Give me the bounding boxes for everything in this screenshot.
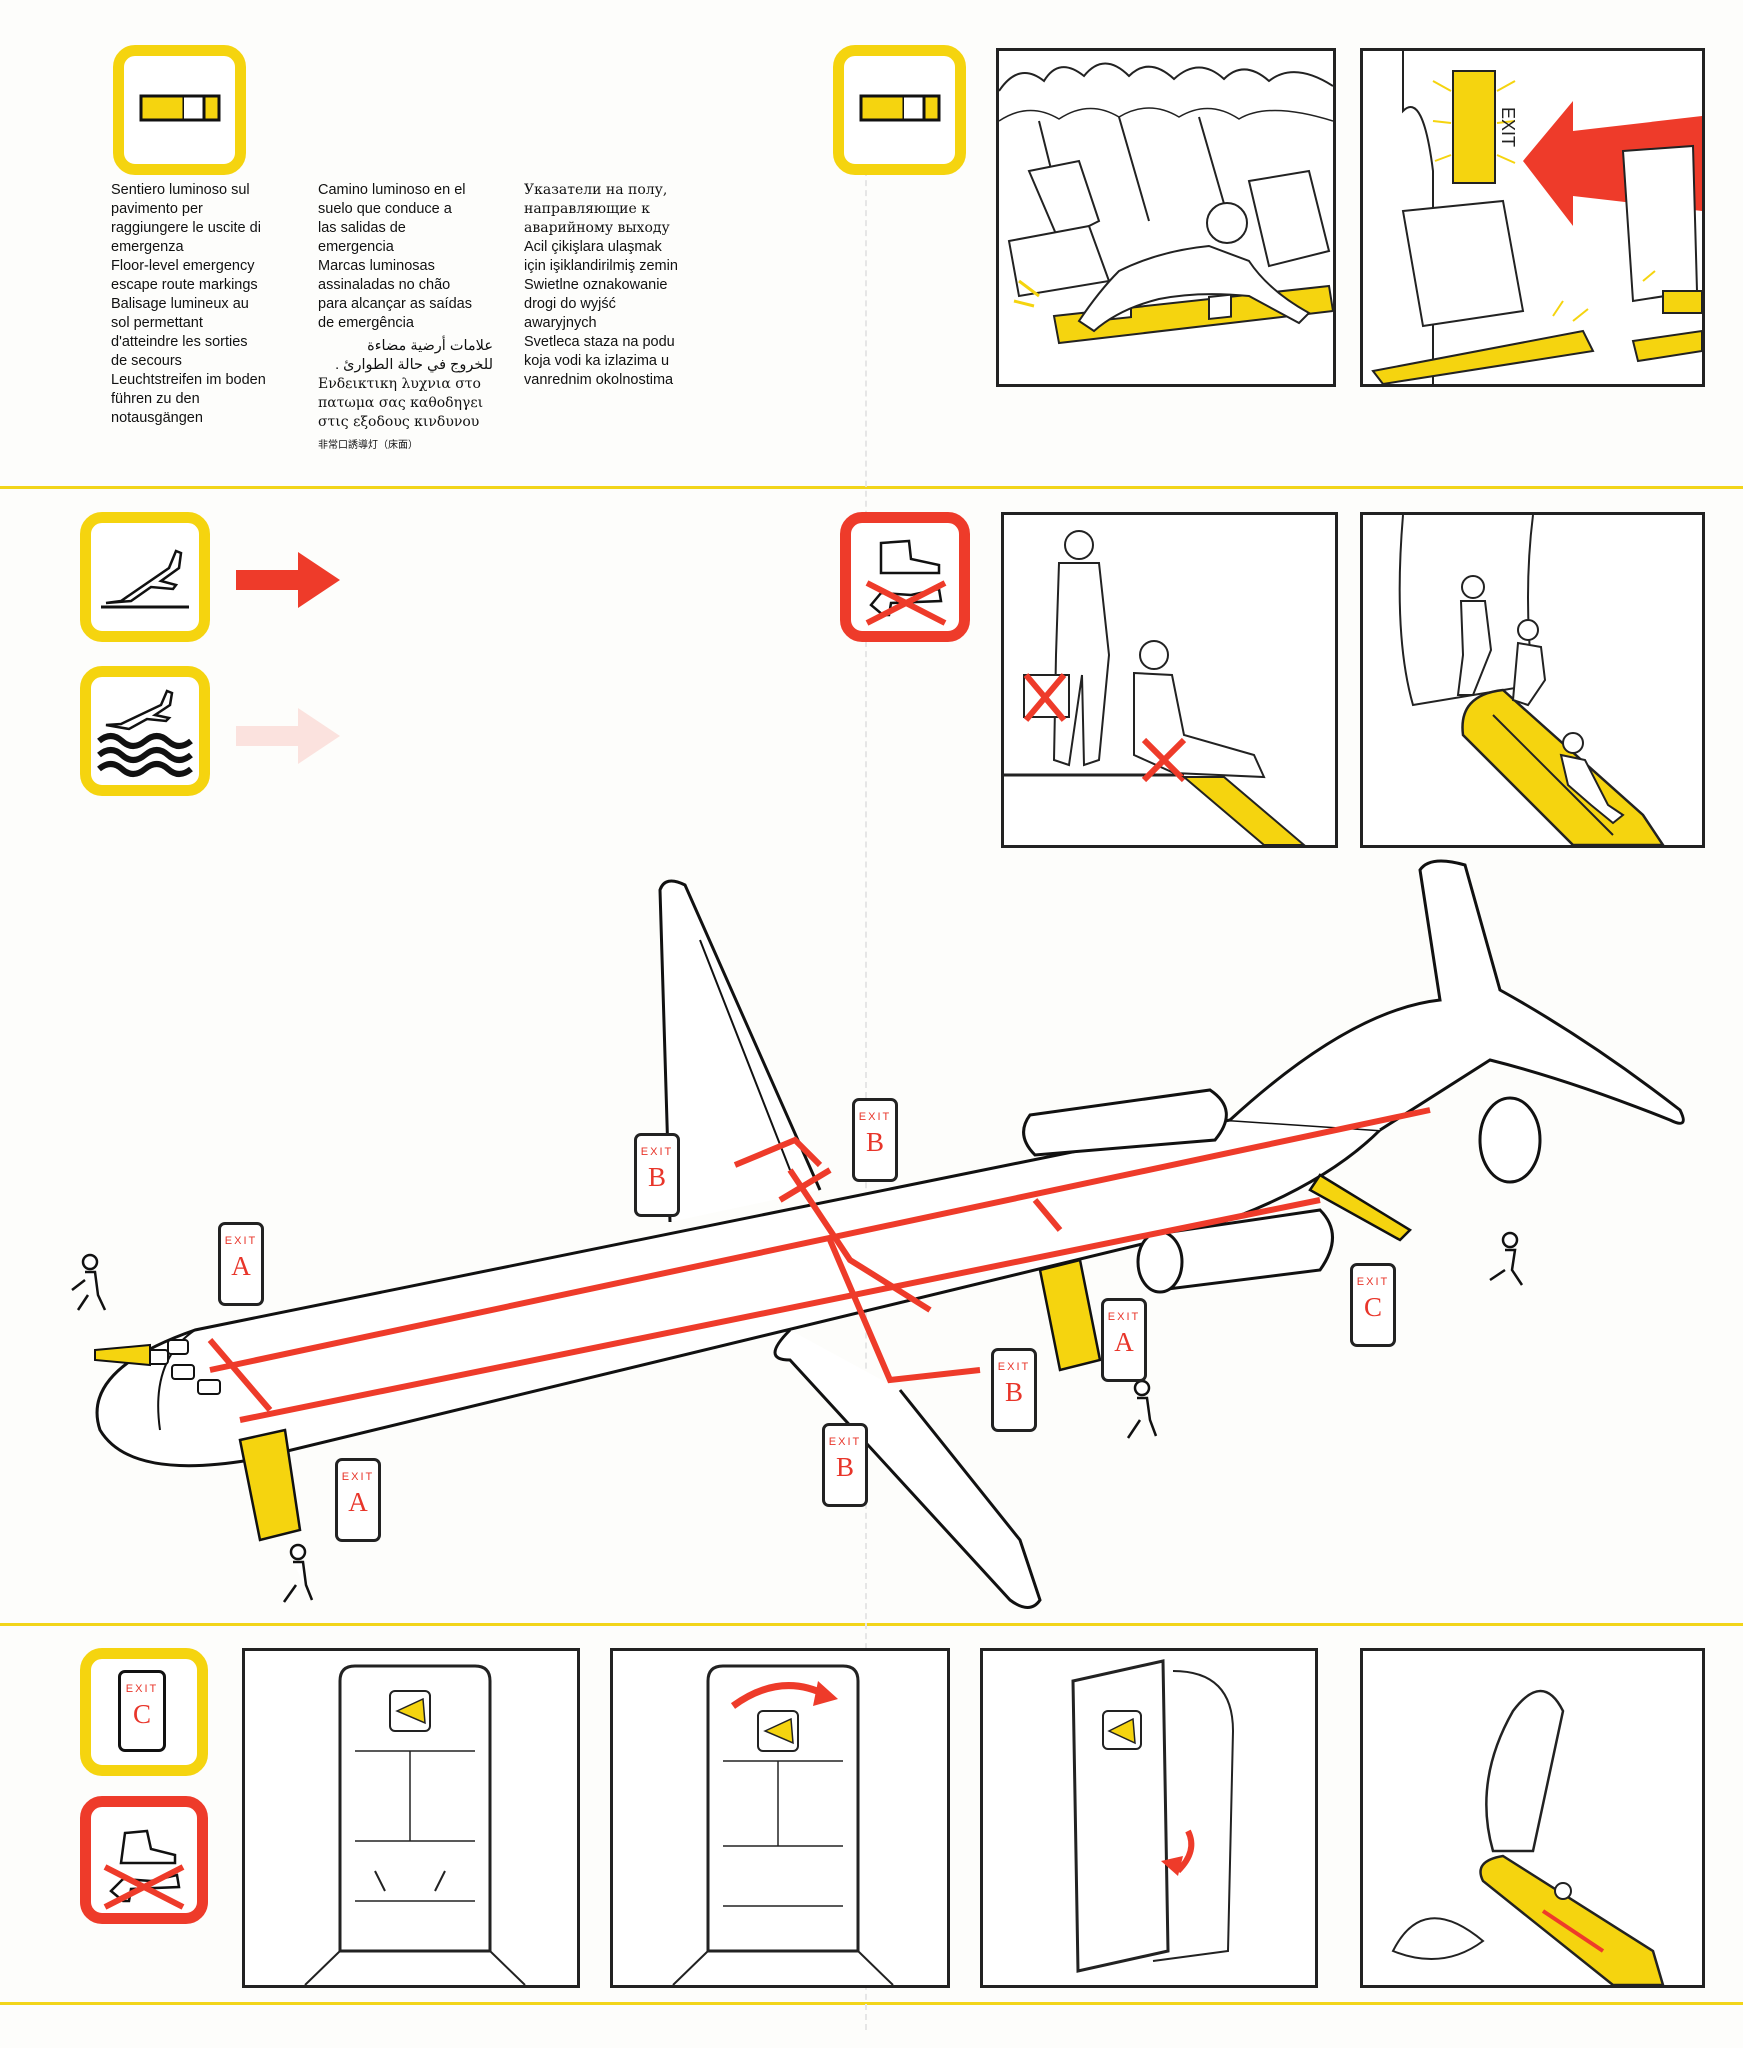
- text-german-3: notausgängen: [111, 410, 203, 426]
- text-turkish-2: için işiklandirilmiş zemin: [524, 258, 678, 274]
- text-german-1: Leuchtstreifen im boden: [111, 372, 266, 388]
- text-serbian-3: vanrednim okolnostima: [524, 372, 674, 388]
- text-greek-3: στις εξοδους κινδυνου: [318, 414, 480, 430]
- text-column-1: Sentiero luminoso sul pavimento per ragg…: [111, 181, 266, 428]
- text-arabic-2: للخروج في حالة الطوارئ .: [335, 357, 493, 373]
- floor-path-icon: [833, 45, 966, 175]
- text-portuguese-2: assinaladas no chão: [318, 277, 451, 293]
- text-spanish-2: suelo que conduce a: [318, 201, 452, 217]
- text-english-1: Floor-level emergency: [111, 258, 255, 274]
- text-portuguese-1: Marcas luminosas: [318, 258, 435, 274]
- red-arrow-land: [236, 552, 340, 608]
- text-italian-2: pavimento per: [111, 201, 203, 217]
- tailcone-door-step-2: [610, 1648, 950, 1988]
- text-italian-3: raggiungere le uscite di: [111, 220, 261, 236]
- floor-path-icon: [113, 45, 246, 175]
- text-german-2: führen zu den: [111, 391, 200, 407]
- text-russian-3: аварийному выходу: [524, 220, 670, 236]
- illustration-slide-evacuation: [1360, 512, 1705, 848]
- faint-arrow-water: [236, 708, 340, 764]
- water-evacuation-icon: [80, 666, 210, 796]
- text-spanish-4: emergencia: [318, 239, 394, 255]
- section-divider: [0, 486, 1743, 489]
- text-greek-1: Ενδεικτικη λυχνια στο: [318, 376, 481, 392]
- text-turkish-1: Acil çikişlara ulaşmak: [524, 239, 662, 255]
- text-italian-4: emergenza: [111, 239, 184, 255]
- aircraft-exit-diagram: [71, 859, 1685, 1609]
- text-polish-1: Swietlne oznakowanie: [524, 277, 668, 293]
- exit-sign-text: EXIT: [1498, 107, 1518, 147]
- land-evacuation-icon: [80, 512, 210, 642]
- text-greek-2: πατωμα σας καθοδηγει: [318, 395, 484, 411]
- illustration-crawl-floor-path: [996, 48, 1336, 387]
- text-spanish-1: Camino luminoso en el: [318, 182, 466, 198]
- fold-line: [865, 150, 867, 2030]
- text-column-2: Camino luminoso en el suelo que conduce …: [318, 181, 503, 455]
- text-portuguese-3: para alcançar as saídas: [318, 296, 472, 312]
- text-french-3: d'atteindre les sorties: [111, 334, 248, 350]
- no-high-heels-icon: [80, 1796, 208, 1924]
- section-divider: [0, 2002, 1743, 2005]
- text-italian-1: Sentiero luminoso sul: [111, 182, 250, 198]
- text-serbian-2: koja vodi ka izlazima u: [524, 353, 670, 369]
- text-polish-2: drogi do wyjść: [524, 296, 616, 312]
- text-arabic-1: علامات أرضية مضاءة: [367, 338, 493, 354]
- text-polish-3: awaryjnych: [524, 315, 597, 331]
- text-serbian-1: Svetleca staza na podu: [524, 334, 675, 350]
- text-chinese: 非常口誘導灯（床面）: [318, 440, 418, 451]
- illustration-exit-sign-arrow: EXIT: [1360, 48, 1705, 387]
- text-russian-2: направляющие к: [524, 201, 650, 217]
- tailcone-slide-deployed: [1360, 1648, 1705, 1988]
- tailcone-door-step-1: [242, 1648, 580, 1988]
- text-spanish-3: las salidas de: [318, 220, 406, 236]
- text-russian-1: Указатели на полу,: [524, 182, 668, 198]
- text-french-2: sol permettant: [111, 315, 203, 331]
- section-divider: [0, 1623, 1743, 1626]
- text-column-3: Указатели на полу, направляющие к аварий…: [524, 181, 678, 390]
- text-french-4: de secours: [111, 353, 182, 369]
- text-french-1: Balisage lumineux au: [111, 296, 249, 312]
- illustration-no-baggage-slide: [1001, 512, 1338, 848]
- tailcone-door-step-3: [980, 1648, 1318, 1988]
- no-high-heels-icon: [840, 512, 970, 642]
- text-english-2: escape route markings: [111, 277, 258, 293]
- text-portuguese-4: de emergência: [318, 315, 414, 331]
